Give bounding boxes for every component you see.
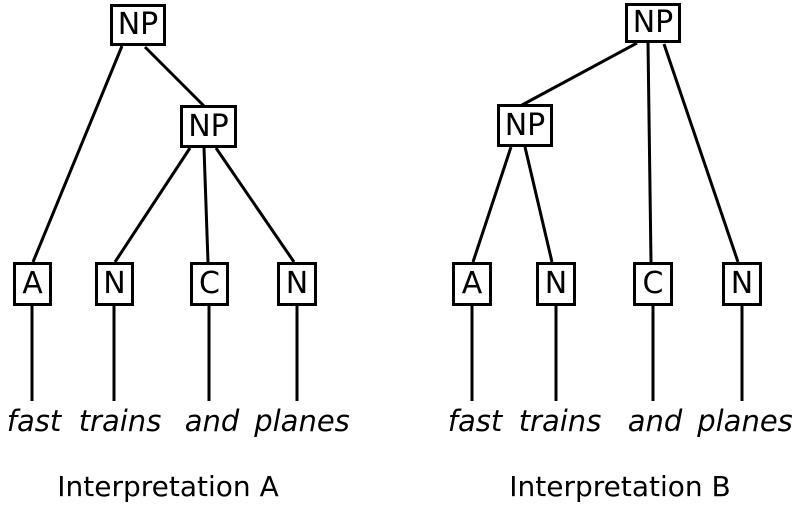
tree-a-node-root: NP: [110, 4, 166, 46]
tree-b-edge-root-leaf4: [662, 43, 740, 263]
tree-b-node-root: NP: [625, 3, 681, 43]
tree-a-edge-root-inner: [143, 45, 206, 108]
tree-a-node-leaf3: C: [190, 262, 229, 306]
tree-a-edge-inner-leaf4: [214, 147, 296, 263]
tree-a-caption: Interpretation A: [57, 470, 279, 503]
tree-b-word-trains: trains: [518, 404, 602, 438]
tree-a-node-leaf4: N: [277, 262, 317, 306]
tree-a-node-leaf1: A: [13, 262, 52, 306]
tree-a-edge-inner-leaf2: [113, 147, 192, 263]
tree-b-word-fast: fast: [447, 404, 503, 438]
tree-a-node-leaf2: N: [95, 262, 134, 306]
tree-a-edge-root-leaf1: [31, 45, 124, 263]
tree-a-word-and: and: [184, 404, 240, 438]
tree-b-node-leaf2: N: [536, 262, 576, 306]
tree-b-node-inner: NP: [497, 104, 553, 147]
tree-a-word-fast: fast: [6, 404, 62, 438]
tree-b-word-and: and: [627, 404, 683, 438]
tree-a-edge-inner-leaf3: [202, 147, 210, 263]
tree-b-node-leaf4: N: [722, 262, 762, 306]
tree-b-edge-root-leaf3: [646, 42, 653, 263]
tree-a-word-planes: planes: [254, 404, 350, 438]
tree-b-word-planes: planes: [697, 404, 793, 438]
tree-b-edge-inner-leaf1: [471, 146, 513, 263]
tree-b-node-leaf1: A: [452, 262, 492, 306]
tree-a-word-trains: trains: [78, 404, 162, 438]
tree-b-edge-inner-leaf2: [523, 146, 554, 263]
tree-b-edge-root-inner: [521, 41, 638, 107]
tree-b-node-leaf3: C: [633, 262, 673, 306]
tree-b-caption: Interpretation B: [509, 470, 731, 503]
tree-a-node-inner: NP: [180, 105, 237, 148]
